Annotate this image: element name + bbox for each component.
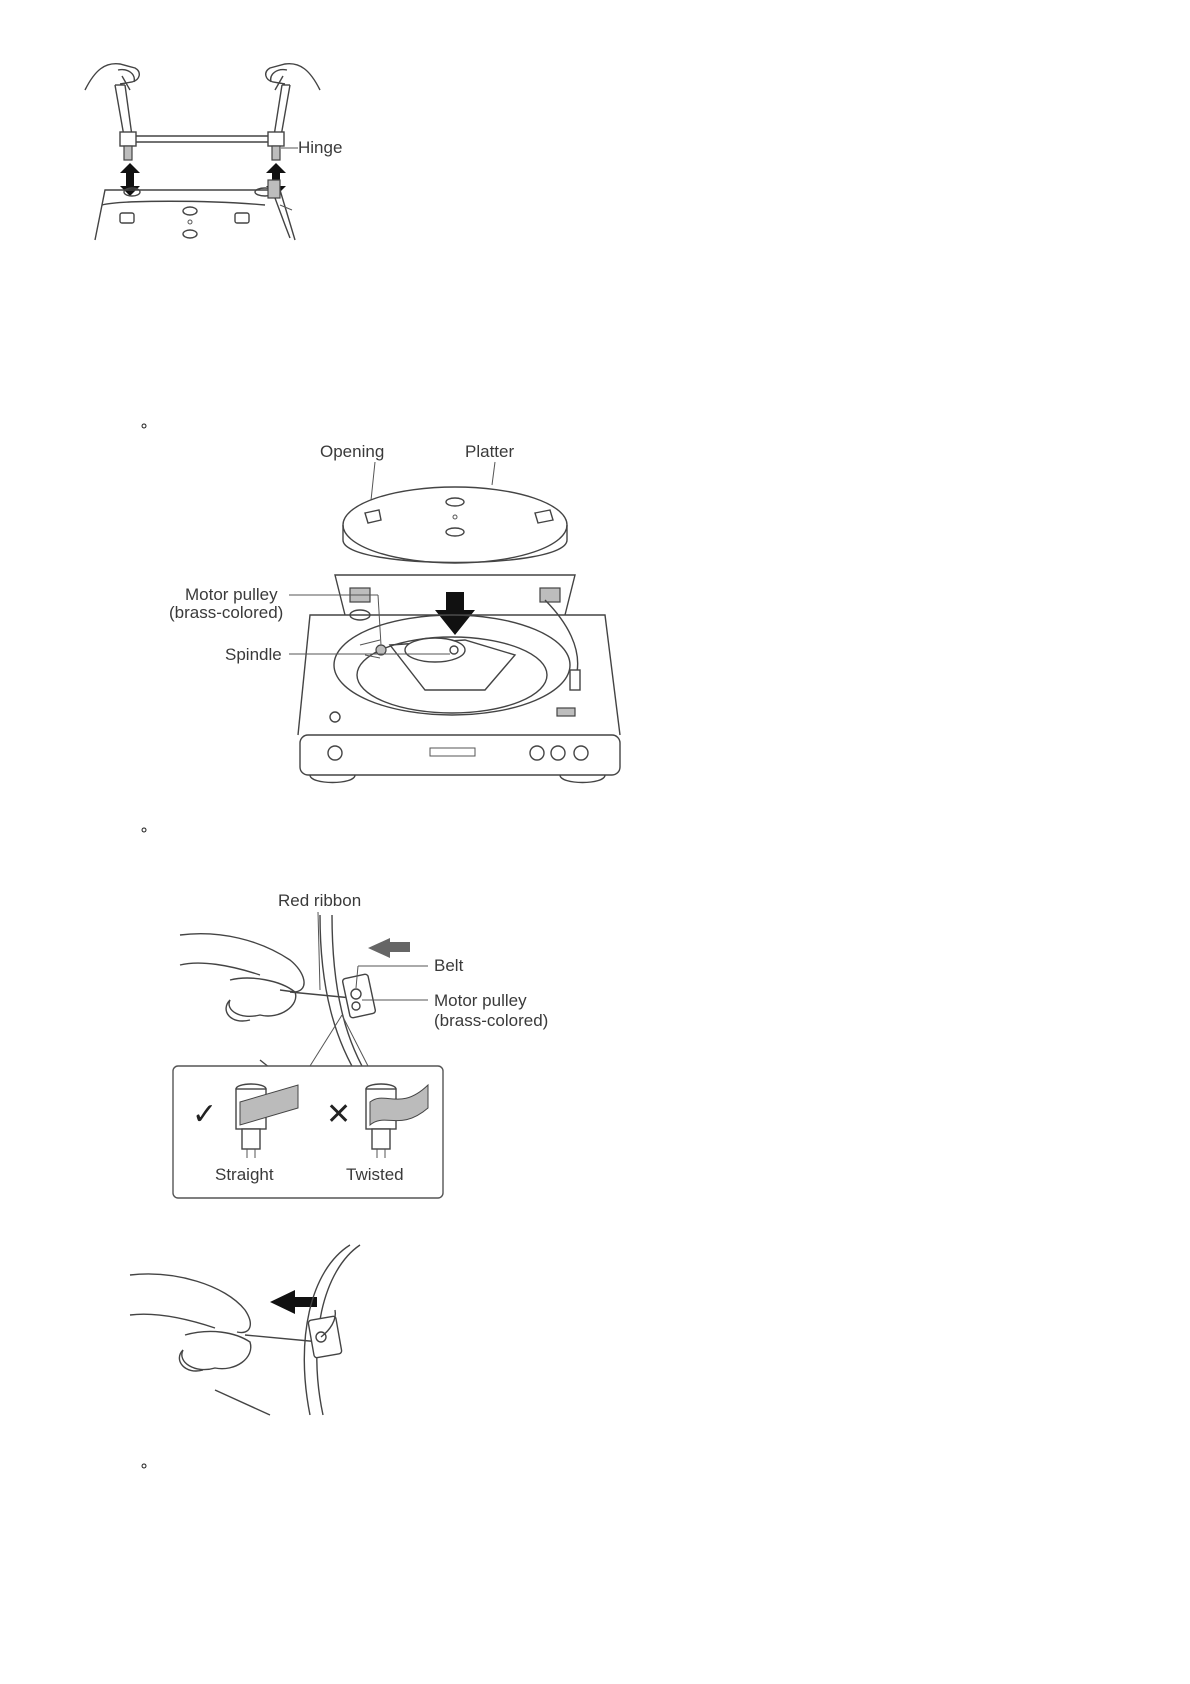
motor-pulley-note: (brass-colored) — [169, 603, 283, 622]
step-marker: ∘ — [139, 422, 149, 432]
motor-pulley-label: Motor pulley — [185, 585, 278, 604]
hand-right-illustration — [266, 64, 320, 90]
down-arrow-icon — [435, 592, 475, 635]
step-marker: ∘ — [139, 1462, 149, 1472]
motor-pulley-label: Motor pulley — [434, 991, 527, 1010]
spindle-label: Spindle — [225, 645, 282, 664]
motor-pulley-illustration — [308, 1310, 342, 1358]
hand-left-illustration — [85, 64, 139, 90]
cross-icon: ✕ — [326, 1097, 351, 1132]
hands-illustration — [180, 934, 352, 1021]
red-ribbon-label: Red ribbon — [278, 891, 361, 910]
motor-pulley-illustration — [342, 974, 376, 1019]
platter-label: Platter — [465, 442, 514, 461]
twisted-label: Twisted — [346, 1165, 404, 1184]
belt-label: Belt — [434, 956, 464, 975]
motor-pulley-note: (brass-colored) — [434, 1011, 548, 1030]
straight-label: Straight — [215, 1165, 274, 1184]
opening-label: Opening — [320, 442, 384, 461]
pull-ribbon-figure — [125, 1240, 385, 1420]
platter-installation-figure: Opening Platter — [165, 440, 635, 800]
hinge-label: Hinge — [298, 138, 342, 157]
check-icon: ✓ — [192, 1097, 217, 1132]
belt-installation-figure: Red ribbon Belt Motor pulley (brass-c — [170, 880, 590, 1210]
left-arrow-icon — [368, 938, 410, 958]
up-down-arrow-icon — [120, 163, 140, 196]
belt-orientation-inset: ✓ ✕ Straight Twisted — [173, 1066, 443, 1198]
platter-illustration — [343, 487, 567, 563]
hands-illustration — [130, 1274, 320, 1371]
dust-cover-hinge-figure: Hinge — [80, 60, 380, 260]
step-marker: ∘ — [139, 826, 149, 836]
dust-cover-illustration — [115, 85, 290, 142]
